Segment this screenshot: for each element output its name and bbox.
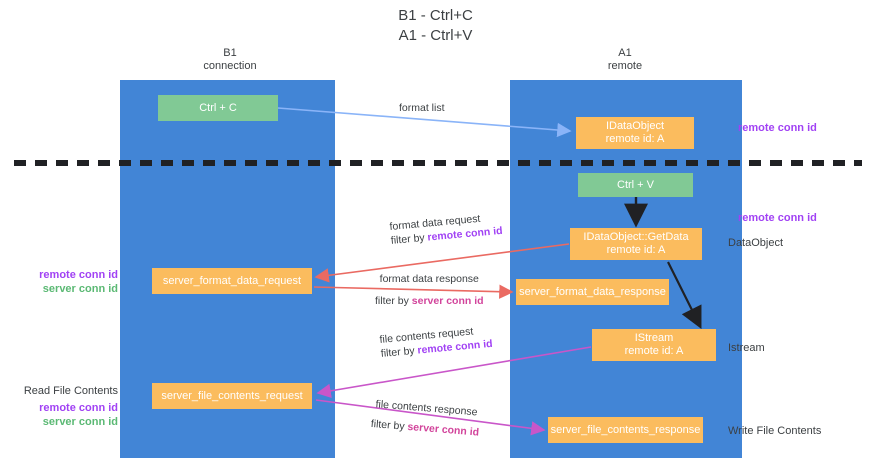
annotation-istream: Istream bbox=[728, 342, 765, 354]
annotation-left-server-conn-id-upper: server conn id bbox=[42, 283, 118, 295]
node-server-file-contents-response[interactable]: server_file_contents_response bbox=[548, 417, 703, 443]
edge-label-file-contents-response-title: file contents response bbox=[375, 398, 478, 419]
node-idataobject-getdata[interactable]: IDataObject::GetData remote id: A bbox=[570, 228, 702, 260]
node-server-file-contents-request[interactable]: server_file_contents_request bbox=[152, 383, 312, 409]
annotation-read-file-contents: Read File Contents bbox=[23, 385, 118, 397]
node-ctrl-v[interactable]: Ctrl + V bbox=[578, 173, 693, 197]
annotation-remote-conn-id-top: remote conn id bbox=[738, 122, 817, 134]
edge-label-format-data-request: format data request filter by remote con… bbox=[389, 210, 503, 248]
annotation-left-server-conn-id-lower: server conn id bbox=[42, 416, 118, 428]
column-header-b1: B1 connection bbox=[203, 47, 257, 72]
column-header-a1: A1 remote bbox=[607, 47, 643, 72]
node-ctrl-c[interactable]: Ctrl + C bbox=[158, 95, 278, 121]
node-server-format-data-request[interactable]: server_format_data_request bbox=[152, 268, 312, 294]
node-server-format-data-response[interactable]: server_format_data_response bbox=[516, 279, 669, 305]
edge-label-file-contents-response-filter: filter by server conn id bbox=[370, 417, 480, 439]
annotation-left-remote-conn-id-lower: remote conn id bbox=[39, 402, 118, 414]
edge-label-file-contents-request: file contents request filter by remote c… bbox=[379, 323, 493, 361]
annotation-dataobject: DataObject bbox=[728, 237, 784, 249]
edge-label-format-list: format list bbox=[399, 102, 445, 114]
page-title: B1 - Ctrl+C A1 - Ctrl+V bbox=[398, 7, 473, 44]
edge-label-file-contents-response: file contents response filter by server … bbox=[370, 397, 481, 440]
edge-label-format-data-response-title: format data response bbox=[379, 273, 479, 285]
node-istream[interactable]: IStream remote id: A bbox=[592, 329, 716, 361]
annotation-remote-conn-id-mid: remote conn id bbox=[738, 212, 817, 224]
annotation-write-file-contents: Write File Contents bbox=[728, 425, 822, 437]
annotation-left-remote-conn-id-upper: remote conn id bbox=[39, 269, 118, 281]
edge-label-format-data-response-filter: filter by server conn id bbox=[375, 295, 484, 307]
node-idataobject[interactable]: IDataObject remote id: A bbox=[576, 117, 694, 149]
edge-label-format-data-response: format data response filter by server co… bbox=[375, 272, 484, 308]
